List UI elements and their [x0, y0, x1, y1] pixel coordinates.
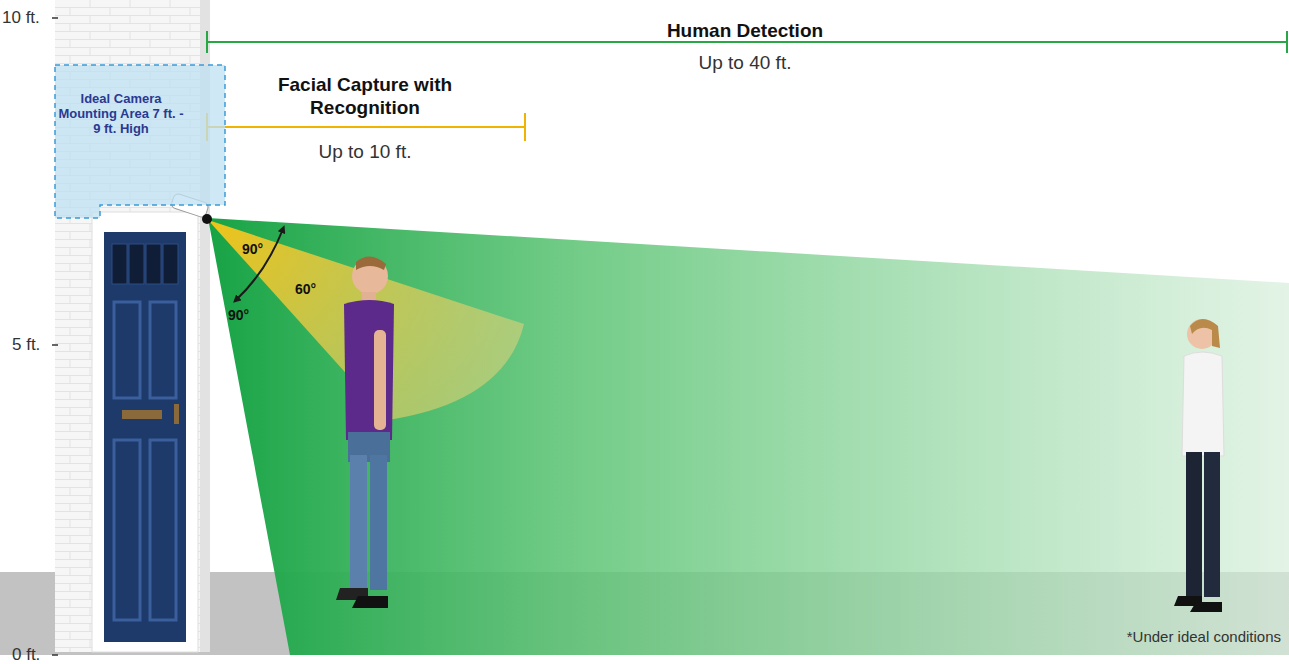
door-panel: [150, 302, 176, 398]
hair: [356, 256, 386, 270]
door-frame: [92, 212, 198, 652]
leg: [350, 455, 367, 590]
angle-arrow: [236, 229, 283, 300]
height-mark: 0 ft.: [12, 645, 62, 664]
door-panel: [114, 440, 140, 620]
zone-label: Ideal Camera Mounting Area 7 ft. - 9 ft.…: [57, 91, 185, 136]
window-pane: [146, 244, 161, 284]
range-tick: [524, 113, 526, 141]
footnote: *Under ideal conditions: [1029, 628, 1281, 646]
camera-lens: [202, 214, 212, 224]
shirt: [344, 300, 394, 440]
angle-label: 90°: [242, 241, 282, 258]
height-mark: 5 ft.: [12, 335, 62, 355]
range-title: Facial Capture with Recognition: [265, 73, 465, 119]
door-windows: [112, 244, 178, 284]
door-handle: [174, 404, 179, 424]
axis-tick: [52, 17, 58, 19]
range-value: Up to 40 ft.: [595, 51, 895, 74]
hair: [1190, 319, 1220, 348]
shoe: [352, 596, 388, 608]
range-value: Up to 10 ft.: [265, 140, 465, 163]
range-title: Human Detection: [595, 19, 895, 42]
detection-cone: [208, 218, 1289, 655]
arm: [374, 330, 386, 430]
dashed-zone: [55, 65, 225, 218]
range-line: [207, 41, 1287, 43]
axis-tick: [52, 344, 58, 346]
height-mark: 10 ft.: [2, 8, 62, 28]
blouse: [1182, 352, 1224, 456]
leg: [1204, 452, 1220, 597]
window-pane: [163, 244, 178, 284]
door-panels: [114, 302, 176, 620]
man-figure: [336, 256, 394, 608]
woman-figure: [1174, 319, 1224, 612]
mail-slot: [122, 410, 162, 419]
window-pane: [129, 244, 144, 284]
range-tick: [206, 31, 208, 53]
mounting-area-outline: [55, 65, 225, 218]
door: [104, 232, 186, 642]
angle-label: 60°: [295, 281, 335, 298]
angle-label: 90°: [228, 307, 268, 324]
door-panel: [114, 302, 140, 398]
door-panel: [150, 440, 176, 620]
leg: [370, 455, 387, 590]
range-tick: [1286, 31, 1288, 53]
leg: [1186, 452, 1202, 597]
range-line: [207, 126, 525, 128]
mounting-area-box: Ideal Camera Mounting Area 7 ft. - 9 ft.…: [55, 65, 225, 218]
shoe: [1190, 602, 1222, 612]
window-pane: [112, 244, 127, 284]
axis-tick: [52, 654, 58, 656]
